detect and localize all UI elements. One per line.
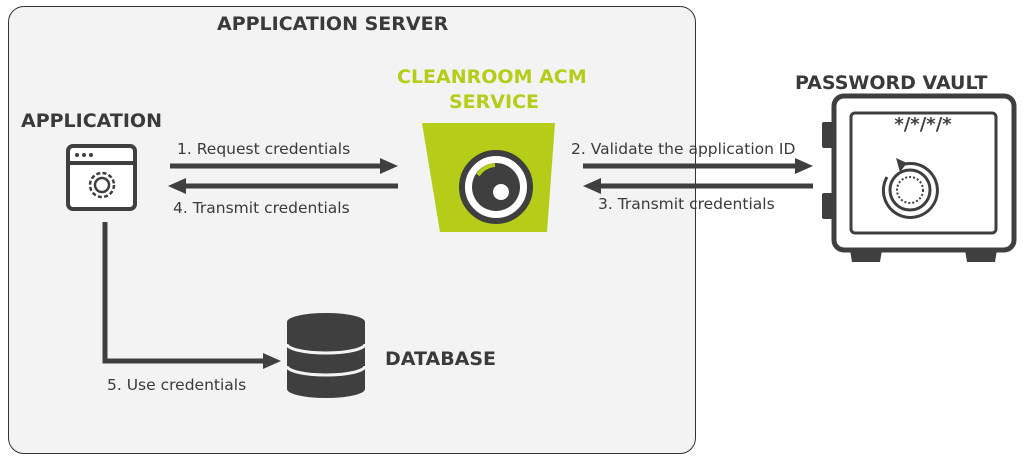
safe-icon: */*/*/* xyxy=(822,93,1017,262)
application-title: APPLICATION xyxy=(21,110,162,132)
browser-gear-icon xyxy=(66,144,137,211)
step5-label: 5. Use credentials xyxy=(107,376,247,394)
application-server-title: APPLICATION SERVER xyxy=(217,13,449,35)
acm-title-line2: SERVICE xyxy=(449,91,539,113)
arrow-request-credentials xyxy=(170,158,398,174)
password-vault-title: PASSWORD VAULT xyxy=(795,72,988,94)
svg-text:*/*/*/*: */*/*/* xyxy=(894,114,952,135)
step4-label: 4. Transmit credentials xyxy=(173,199,350,217)
step2-label: 2. Validate the application ID xyxy=(571,140,796,158)
database-icon xyxy=(285,313,367,398)
acm-title-line1: CLEANROOM ACM xyxy=(397,66,587,88)
step3-label: 3. Transmit credentials xyxy=(598,195,775,213)
cleanroom-acm-logo xyxy=(422,123,555,232)
step1-label: 1. Request credentials xyxy=(177,140,351,158)
arrow-validate-application-id xyxy=(583,158,813,174)
arrow-transmit-credentials-to-app xyxy=(168,178,398,194)
arrow-transmit-credentials-to-acm xyxy=(583,178,813,194)
arrow-use-credentials xyxy=(102,222,281,369)
database-title: DATABASE xyxy=(385,348,497,370)
